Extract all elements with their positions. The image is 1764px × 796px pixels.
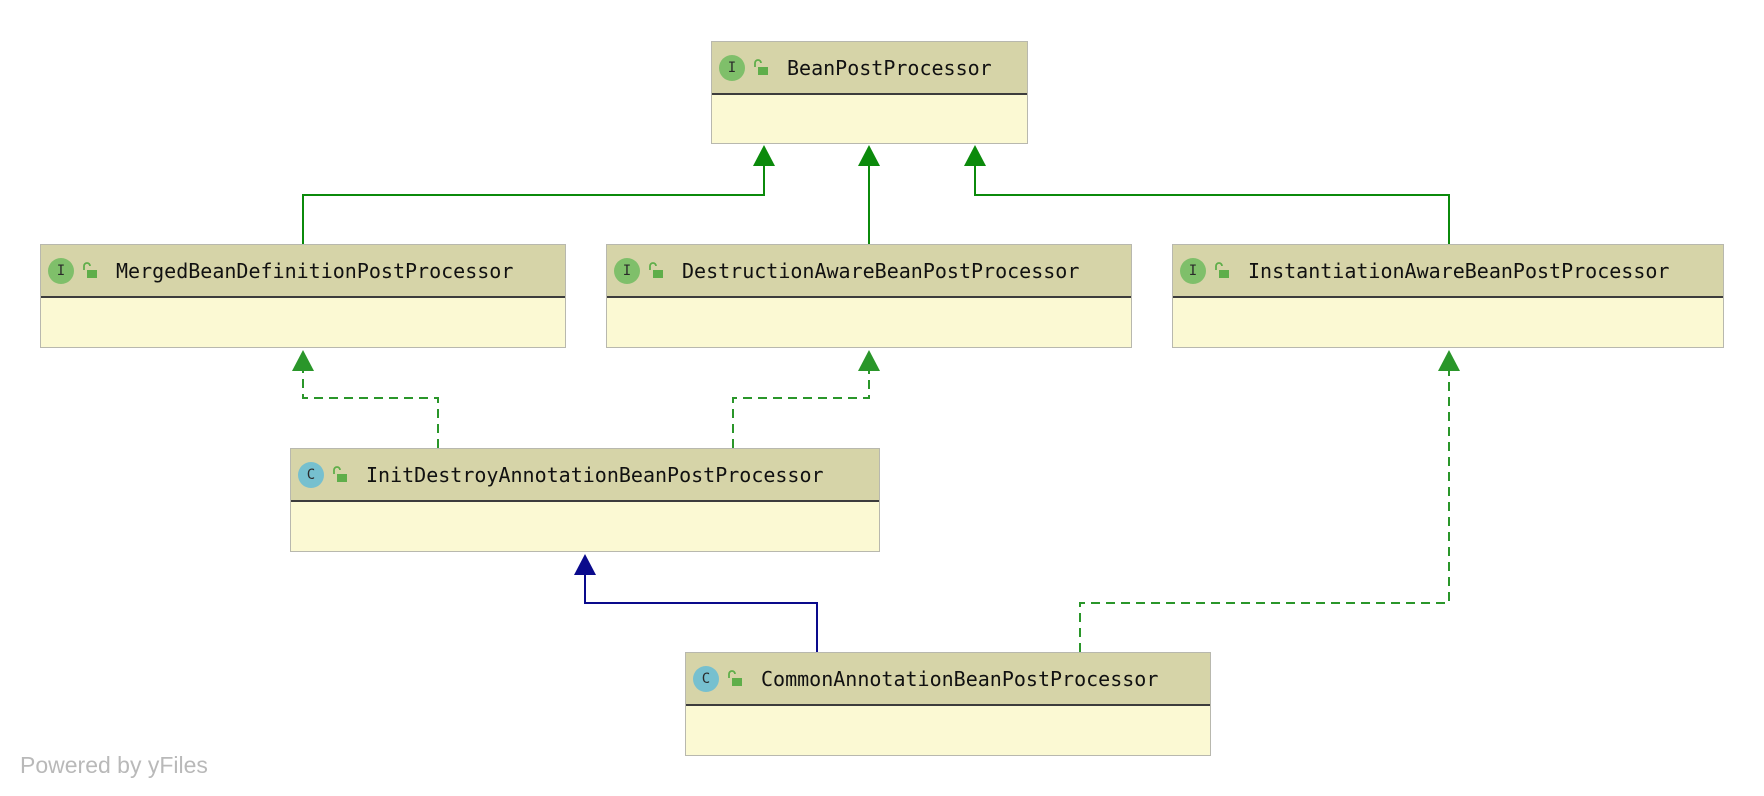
node-header: C InitDestroyAnnotationBeanPostProcessor <box>291 449 879 502</box>
powered-by-label: Powered by yFiles <box>20 752 208 778</box>
node-init-destroy-annotation-bean-post-processor[interactable]: C InitDestroyAnnotationBeanPostProcessor <box>290 448 880 552</box>
class-icon: C <box>298 461 324 488</box>
interface-icon: I <box>48 257 74 284</box>
interface-icon: I <box>719 54 745 81</box>
arrowhead-merged-to-bpp <box>753 145 775 166</box>
interface-icon: I <box>1180 257 1206 284</box>
node-header: C CommonAnnotationBeanPostProcessor <box>686 653 1210 706</box>
node-header: I BeanPostProcessor <box>712 42 1027 95</box>
interface-icon: I <box>614 257 640 284</box>
arrowhead-initdestroy-to-destruction <box>858 350 880 371</box>
node-title: BeanPostProcessor <box>787 55 992 80</box>
node-title: InstantiationAwareBeanPostProcessor <box>1248 258 1670 283</box>
unlocked-icon <box>728 669 742 686</box>
arrowhead-common-to-instantiation <box>1438 350 1460 371</box>
node-header: I InstantiationAwareBeanPostProcessor <box>1173 245 1723 298</box>
edge-common-to-initdestroy <box>584 572 818 652</box>
node-title: MergedBeanDefinitionPostProcessor <box>116 258 514 283</box>
unlocked-icon <box>333 465 347 482</box>
arrowhead-destruction-to-bpp <box>858 145 880 166</box>
edge-common-to-instantiation <box>1079 368 1450 652</box>
node-merged-bean-definition-post-processor[interactable]: I MergedBeanDefinitionPostProcessor <box>40 244 566 348</box>
unlocked-icon <box>754 58 768 75</box>
node-title: InitDestroyAnnotationBeanPostProcessor <box>366 462 824 487</box>
node-instantiation-aware-bean-post-processor[interactable]: I InstantiationAwareBeanPostProcessor <box>1172 244 1724 348</box>
node-header: I MergedBeanDefinitionPostProcessor <box>41 245 565 298</box>
arrowhead-initdestroy-to-merged <box>292 350 314 371</box>
edge-merged-to-bpp <box>302 163 765 244</box>
node-header: I DestructionAwareBeanPostProcessor <box>607 245 1131 298</box>
edge-instantiation-to-bpp <box>974 163 1450 244</box>
unlocked-icon <box>1215 261 1229 278</box>
unlocked-icon <box>649 261 663 278</box>
node-common-annotation-bean-post-processor[interactable]: C CommonAnnotationBeanPostProcessor <box>685 652 1211 756</box>
class-icon: C <box>693 665 719 692</box>
node-destruction-aware-bean-post-processor[interactable]: I DestructionAwareBeanPostProcessor <box>606 244 1132 348</box>
edge-initdestroy-to-merged <box>302 368 439 448</box>
node-title: DestructionAwareBeanPostProcessor <box>682 258 1080 283</box>
node-bean-post-processor[interactable]: I BeanPostProcessor <box>711 41 1028 144</box>
edge-initdestroy-to-destruction <box>732 368 870 448</box>
unlocked-icon <box>83 261 97 278</box>
arrowhead-common-to-initdestroy <box>574 554 596 575</box>
arrowhead-instantiation-to-bpp <box>964 145 986 166</box>
node-title: CommonAnnotationBeanPostProcessor <box>761 666 1159 691</box>
